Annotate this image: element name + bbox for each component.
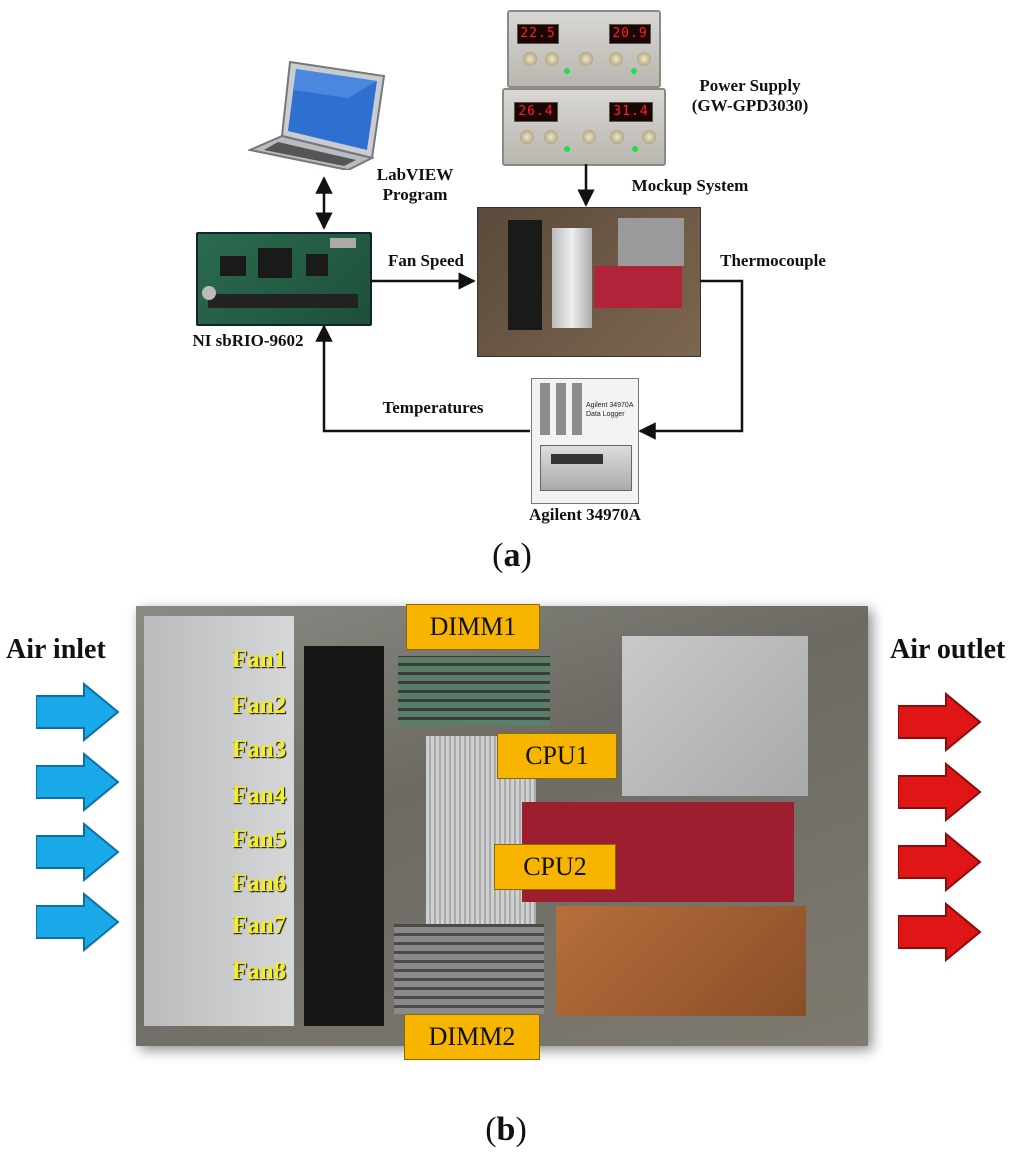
data-logger-photo: Agilent 34970A Data Logger [531,378,639,504]
cpu2-label: CPU2 [494,844,616,890]
dimm1-label: DIMM1 [406,604,540,650]
server-drive-cage [622,636,808,796]
temperatures-label: Temperatures [382,398,484,417]
fan-speed-label: Fan Speed [387,251,465,270]
psu-knob [523,52,537,66]
board-port [330,238,356,248]
board-chip [258,248,292,278]
psu-knob [642,130,656,144]
server-photo [136,606,868,1046]
diagram-b: Air inlet Air outlet DIMM1 CPU1 CPU2 DIM… [0,590,1024,1158]
mockup-red-card [594,266,682,308]
logger-body [540,445,632,491]
server-front-panel [144,616,294,1026]
psu-top-left-display: 22.5 [517,24,559,44]
fan-label: Fan3 [232,736,287,763]
ni-sbrio-board [196,232,372,326]
server-dimm-bank-top [398,656,550,726]
fan-label: Fan5 [232,826,287,853]
caption-a: (a) [492,537,532,574]
psu-knob [637,52,651,66]
power-supply-unit-top: 22.5 20.9 [507,10,661,88]
fan-label: Fan1 [232,646,287,673]
outlet-arrow [898,691,982,753]
temperatures-arrow [315,324,530,433]
logger-card [540,383,550,435]
connection-arrows [315,164,744,440]
laptop-label: LabVIEW Program [376,165,454,204]
logger-card [572,383,582,435]
inlet-arrow [36,891,120,953]
inlet-arrow [36,751,120,813]
server-board-area [556,906,806,1016]
air-outlet-label: Air outlet [890,634,1006,665]
inlet-arrow [36,821,120,883]
dimm2-label: DIMM2 [404,1014,540,1060]
logger-inset-text: Agilent 34970A Data Logger [586,402,634,418]
thermocouple-arrow [638,279,744,440]
power-supply-label: Power Supply (GW-GPD3030) [691,76,809,115]
fan-label: Fan4 [232,782,287,809]
outlet-arrow [898,831,982,893]
psu-led [632,146,638,152]
fan-label: Fan6 [232,870,287,897]
thermocouple-label: Thermocouple [720,251,826,270]
mockup-label: Mockup System [631,176,749,195]
psu-knob [520,130,534,144]
board-battery [202,286,216,300]
psu-knob [582,130,596,144]
psu-bottom-right-display: 31.4 [609,102,653,122]
board-connector [208,294,358,308]
caption-b-letter: b [496,1111,516,1148]
psu-led [631,68,637,74]
inlet-arrow [36,681,120,743]
outlet-arrows [898,691,982,963]
psu-top-right-display: 20.9 [609,24,651,44]
psu-led [564,68,570,74]
fan-label: Fan2 [232,692,287,719]
board-chip [220,256,246,276]
air-inlet-label: Air inlet [6,634,106,665]
cpu1-label: CPU1 [497,733,617,779]
fan-label: Fan7 [232,912,287,939]
server-fan-bank [304,646,384,1026]
psu-knob [545,52,559,66]
board-chip [306,254,328,276]
caption-b: (b) [485,1111,527,1148]
power-supply-unit-bottom: 26.4 31.4 [502,88,666,166]
diagram-a: 22.5 20.9 26.4 31.4 Power Supply (GW-GPD… [192,10,826,574]
mockup-heatsink [552,228,592,328]
controller-label: NI sbRIO-9602 [192,331,304,350]
psu-knob [610,130,624,144]
psu-led [564,146,570,152]
laptop-icon [248,60,386,170]
logger-label: Agilent 34970A [529,505,641,524]
logger-display [551,454,603,464]
outlet-arrow [898,901,982,963]
mockup-fan-bank [508,220,542,330]
psu-knob [579,52,593,66]
psu-bottom-left-display: 26.4 [514,102,558,122]
logger-card [556,383,566,435]
mockup-drive-cage [618,218,684,266]
fan-label: Fan8 [232,958,287,985]
psu-knob [544,130,558,144]
inlet-arrows [36,681,120,953]
psu-knob [609,52,623,66]
outlet-arrow [898,761,982,823]
server-dimm-bank-bottom [394,924,544,1014]
mockup-system-photo [477,207,701,357]
caption-a-letter: a [503,537,521,574]
